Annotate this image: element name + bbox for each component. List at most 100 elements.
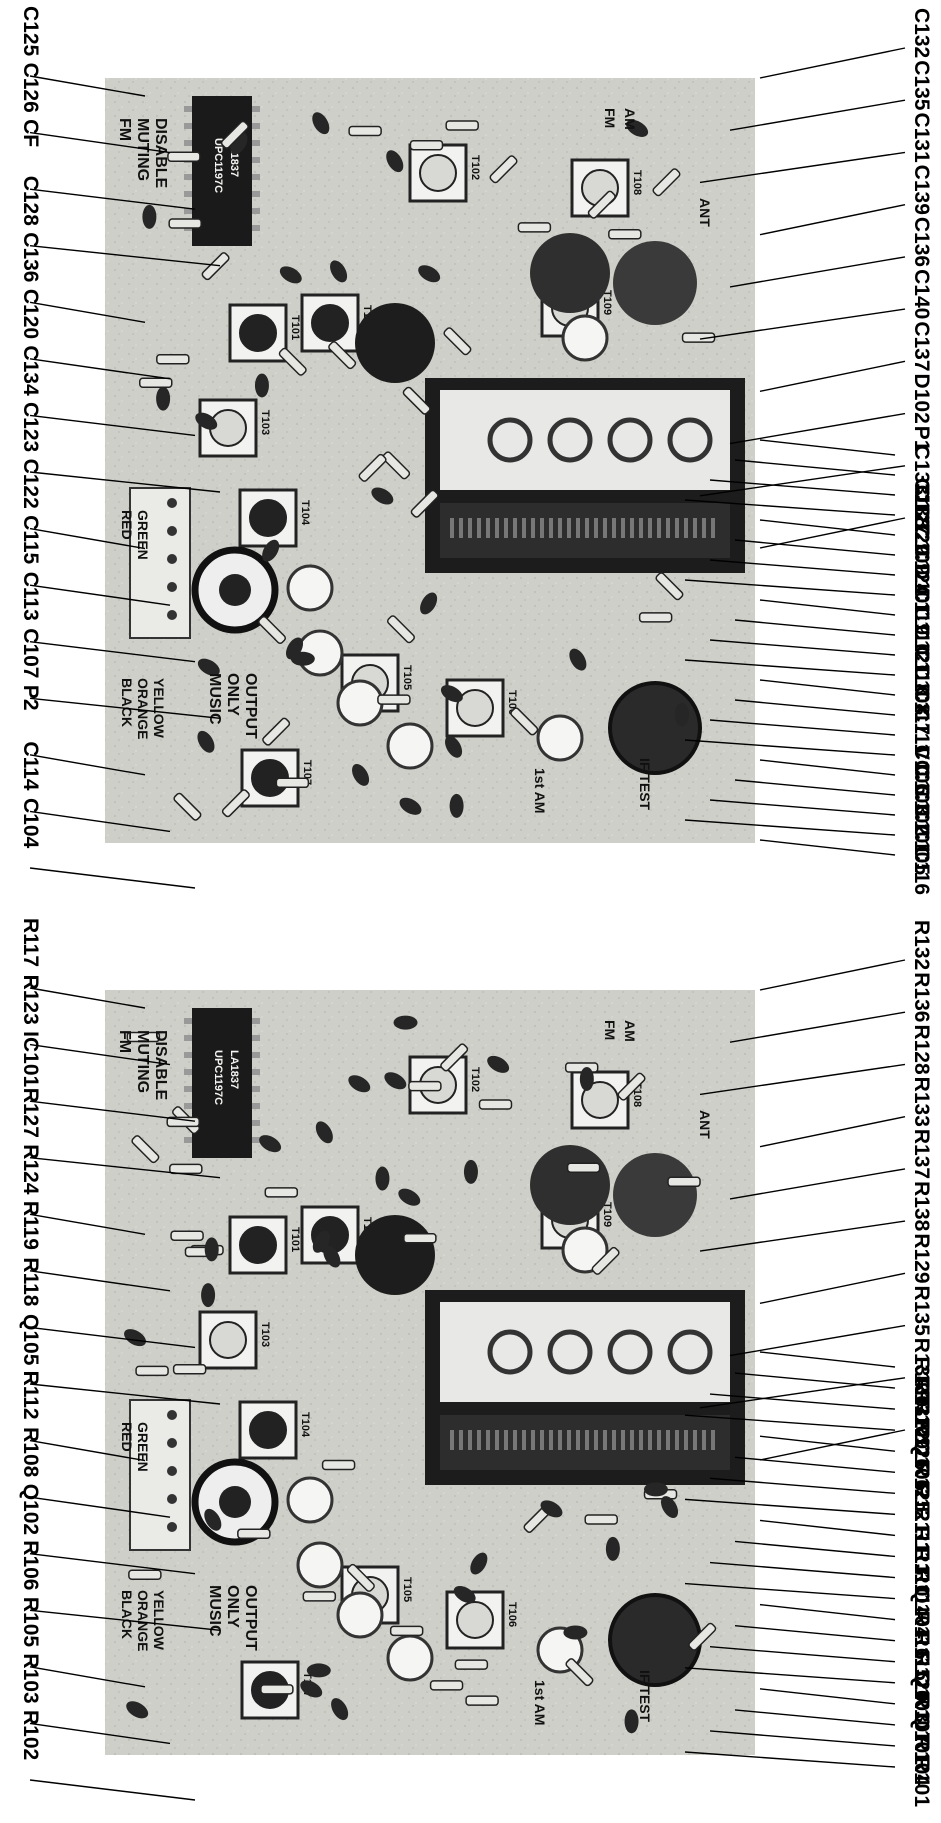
leader-line [684, 1751, 896, 1768]
ceramic-capacitor [315, 1121, 333, 1144]
callout-label: C136 [19, 232, 42, 282]
callout-label: R106 [19, 1540, 42, 1590]
leader-line [709, 1393, 896, 1410]
callout-label: Q103 [910, 1671, 933, 1722]
muting-disable-label: FM [116, 118, 133, 141]
leader-line [684, 579, 896, 596]
ceramic-capacitor [285, 637, 304, 660]
electrolytic-capacitor [336, 1591, 384, 1639]
coil-label: T104 [299, 1412, 311, 1438]
muting-disable-label: DISABLE [152, 1030, 169, 1101]
wire-color-label: GREEN [135, 1422, 151, 1472]
callout-label: C122 [19, 459, 42, 509]
band-label: FM [602, 108, 618, 128]
callout-label: R119 [19, 1201, 42, 1250]
leader-line [734, 1540, 896, 1558]
band-label: 1st AM [532, 1680, 548, 1725]
resistor [201, 252, 230, 281]
leader-line [759, 1435, 896, 1452]
leader-line [29, 131, 171, 154]
leader-line [29, 414, 196, 437]
leader-line [734, 699, 896, 716]
leader-line [29, 987, 146, 1009]
leader-line [734, 779, 896, 796]
callout-label: R131 [910, 1378, 933, 1429]
callout-label: C115 [19, 515, 42, 564]
leader-line [709, 559, 896, 576]
callout-label: C111 [910, 707, 933, 755]
leader-line [759, 203, 906, 236]
leader-line [29, 641, 196, 663]
resistor [489, 155, 518, 184]
leader-line [684, 819, 896, 836]
wire-color-label: BLACK [119, 678, 135, 727]
wire-color-label: ORANGE [135, 678, 151, 739]
coil-label: T101 [289, 315, 301, 340]
music-only-output-label: MUSIC [206, 1585, 223, 1637]
resistor [584, 1514, 618, 1525]
resistor [587, 190, 616, 219]
leader-line [729, 99, 906, 131]
callout-label: J1 [910, 492, 933, 516]
band-label: 1st AM [532, 768, 548, 813]
band-label: AM [622, 1020, 638, 1042]
callout-label: R137 [910, 1129, 933, 1179]
callout-label: R124 [19, 1144, 42, 1195]
leader-line [759, 360, 906, 393]
resistor [139, 377, 173, 388]
resistor [382, 451, 411, 480]
wire-color-label: RED [119, 510, 135, 540]
leader-line [29, 1496, 171, 1518]
ceramic-capacitor [323, 1245, 341, 1268]
if-coil: T106 [445, 1590, 518, 1650]
ceramic-capacitor [418, 265, 441, 283]
callout-label: P2 [19, 685, 42, 711]
ceramic-capacitor [254, 373, 269, 398]
leader-line [684, 1414, 896, 1431]
callout-label: C104 [19, 798, 42, 849]
callout-label: R133 [910, 1077, 933, 1127]
leader-line [709, 639, 896, 656]
resistor [617, 1072, 646, 1101]
resistor [445, 120, 479, 131]
callout-label: R105 [19, 1597, 42, 1648]
resistor [377, 694, 411, 705]
callout-label: C107 [19, 628, 42, 678]
callout-label: C133 [910, 445, 933, 495]
if-coil: T110 [300, 293, 373, 353]
callout-label: C101 [910, 805, 933, 856]
music-only-output-label: OUTPUT [242, 673, 259, 739]
callout-label: R136 [910, 972, 933, 1022]
leader-line [759, 1351, 896, 1368]
callout-label: R125 [910, 1462, 933, 1513]
leader-line [759, 439, 896, 456]
ceramic-capacitor [300, 1680, 323, 1698]
callouts-bottom: C133J1C127C129C109C124D101C119C110C121C1… [684, 439, 933, 895]
band-label: IF/TEST [637, 758, 653, 811]
wire-color-label: RED [119, 1422, 135, 1452]
resistor [126, 1031, 161, 1043]
callout-label: R134 [910, 1338, 933, 1389]
if-coil: T101 [228, 1215, 301, 1275]
leader-line [29, 1779, 196, 1801]
leader-line [29, 754, 146, 776]
resistor [346, 1563, 375, 1592]
callout-label: P1 [910, 426, 933, 452]
if-coil: T104 [238, 1400, 311, 1460]
leader-line [29, 810, 171, 833]
callout-label: R101 [910, 1757, 933, 1808]
music-only-output-label: OUTPUT [242, 1585, 259, 1651]
electrolytic-capacitor [336, 679, 384, 727]
leader-line [729, 1324, 906, 1357]
ceramic-capacitor [440, 685, 463, 703]
callout-label: R117 [19, 918, 42, 967]
callout-label: R107 [910, 1694, 933, 1744]
resistor [655, 572, 684, 601]
callout-label: Q101 [910, 1714, 933, 1766]
coil-label: T105 [401, 1577, 413, 1602]
resistor [348, 125, 382, 137]
resistor [262, 717, 291, 746]
coil-label: T105 [401, 665, 413, 690]
leader-line [684, 739, 896, 756]
